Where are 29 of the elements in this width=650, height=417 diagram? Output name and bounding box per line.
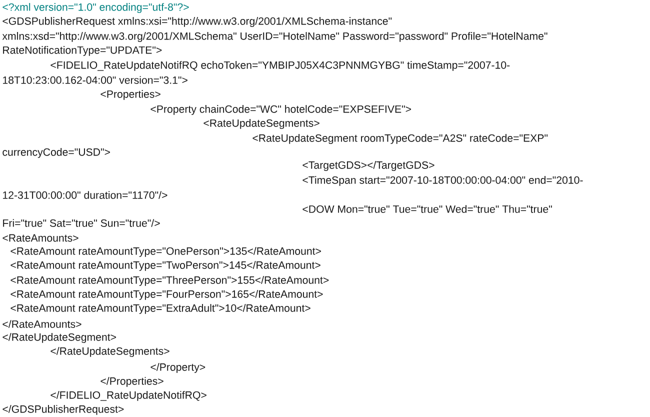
- code-line: <TargetGDS></TargetGDS>: [302, 161, 434, 171]
- code-line: <RateAmount rateAmountType="ThreePerson">155</RateAmount>: [10, 276, 329, 286]
- code-line: <RateUpdateSegments>: [204, 119, 320, 129]
- code-line: 18T10:23:00.162-04:00" version="3.1">: [3, 76, 188, 84]
- code-line: <TimeSpan start="2007-10-18T00:00:00-04:00" end="2010-: [302, 176, 583, 186]
- code-line: currencyCode="USD">: [2, 148, 110, 158]
- code-line: RateNotificationType="UPDATE">: [3, 46, 162, 56]
- code-line: <RateUpdateSegment roomTypeCode="A2S" rateCode="EXP": [252, 134, 548, 144]
- code-line: <RateAmount rateAmountType="TwoPerson">145</RateAmount>: [10, 261, 320, 271]
- code-line: </FIDELIO_RateUpdateNotifRQ>: [50, 391, 206, 401]
- code-line: </RateUpdateSegment>: [2, 333, 116, 343]
- code-line: <DOW Mon="true" Tue="true" Wed="true" Thu="true": [302, 205, 552, 213]
- code-line: </RateAmounts>: [2, 320, 82, 328]
- code-line: 12-31T00:00:00" duration="1170"/>: [3, 191, 168, 199]
- code-line: </GDSPublisherRequest>: [2, 405, 124, 415]
- code-line: <RateAmount rateAmountType="ExtraAdult">10</RateAmount>: [10, 304, 310, 314]
- code-line: <RateAmount rateAmountType="OnePerson">135</RateAmount>: [10, 247, 321, 257]
- code-line: <FIDELIO_RateUpdateNotifRQ echoToken="YMBIPJ05X4C3PNNMGYBG" timeStamp="2007-10-: [50, 61, 510, 71]
- code-line: </Properties>: [100, 377, 164, 387]
- code-line: <RateAmounts>: [2, 234, 78, 242]
- code-line: <?xml version="1.0" encoding="utf-8"?>: [2, 3, 189, 13]
- code-line: </RateUpdateSegments>: [50, 347, 170, 357]
- code-line: <Property chainCode="WC" hotelCode="EXPSEFIVE">: [150, 105, 411, 115]
- code-line: <RateAmount rateAmountType="FourPerson">165</RateAmount>: [10, 290, 323, 300]
- code-line: </Property>: [150, 363, 206, 373]
- code-line: <Properties>: [100, 90, 160, 100]
- code-line: xmlns:xsd="http://www.w3.org/2001/XMLSchema" UserID="HotelName" Password="password" Profile="HotelName": [2, 32, 548, 42]
- code-line: <GDSPublisherRequest xmlns:xsi="http://www.w3.org/2001/XMLSchema-instance": [2, 17, 392, 27]
- code-line: Fri="true" Sat="true" Sun="true"/>: [3, 219, 160, 227]
